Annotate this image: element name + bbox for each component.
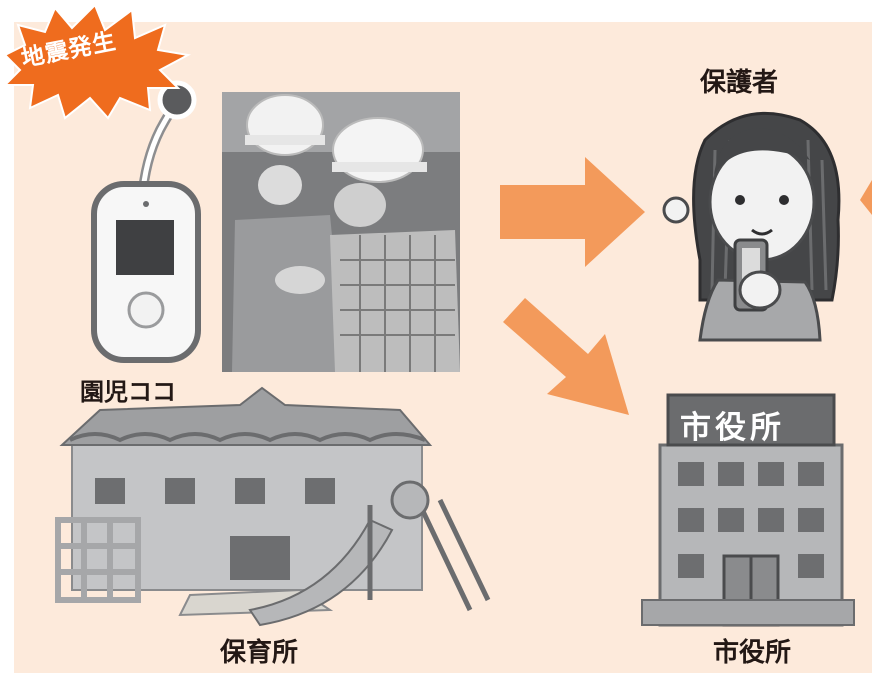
arrow-down-right-icon: [503, 298, 629, 415]
city-hall-label: 市役所: [713, 638, 792, 668]
city-hall-sign: 市役所: [680, 410, 785, 446]
nursery-label: 保育所: [220, 638, 299, 668]
parent-label: 保護者: [700, 68, 779, 98]
parent-with-smartphone-icon: [662, 111, 841, 342]
workers-in-helmets-photo: [222, 92, 460, 372]
device-label: 園児ココ: [80, 378, 176, 406]
explosion-burst-icon: [2, 3, 192, 120]
city-hall-building-icon: [641, 393, 855, 627]
partial-arrow-icon: [860, 180, 872, 215]
nursery-school-building-icon: [55, 386, 491, 627]
arrow-right-icon: [500, 157, 645, 267]
gps-tracker-device-icon: [91, 80, 201, 363]
